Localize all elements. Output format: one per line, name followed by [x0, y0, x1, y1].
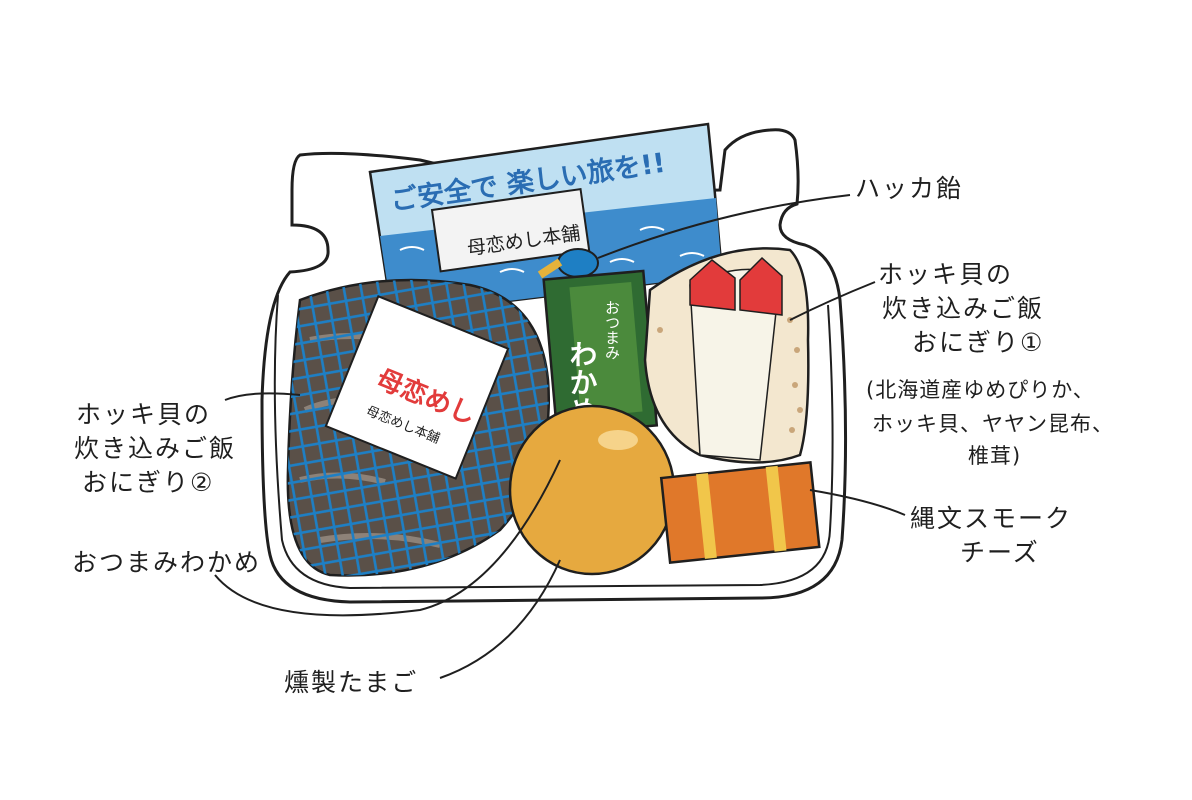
leader-lines [214, 194, 906, 679]
label-onigiri1-note-2: ホッキ貝、ヤヤン昆布、 [872, 412, 1114, 436]
wakame-pack-line1: おつまみ [603, 300, 621, 360]
jomon-cheese [659, 461, 821, 564]
leader-tamago [439, 559, 561, 679]
label-onigiri2-line1: ホッキ貝の [76, 400, 212, 429]
label-onigiri1-note-3: 椎茸) [968, 444, 1022, 468]
label-onigiri2-line3: おにぎり② [82, 468, 215, 497]
label-onigiri1-note-1: (北海道産ゆめぴりか、 [866, 378, 1095, 402]
leader-wakame [214, 459, 561, 617]
label-onigiri1-line1: ホッキ貝の [878, 260, 1014, 289]
leader-cheese [809, 489, 906, 516]
hakka-candy: 母恋めし本舗 [430, 187, 599, 279]
label-wakame: おつまみわかめ [72, 548, 262, 577]
label-hakka: ハッカ飴 [855, 174, 964, 203]
label-onigiri1-line3: おにぎり① [912, 328, 1045, 357]
label-onigiri2-line2: 炊き込みご飯 [74, 434, 237, 463]
wakame-pack: おつまみ わかめ [542, 269, 659, 436]
label-onigiri1-line2: 炊き込みご飯 [882, 294, 1045, 323]
label-cheese-line2: チーズ [960, 538, 1040, 567]
leader-onigiri1 [789, 281, 876, 321]
label-tamago: 燻製たまご [284, 668, 419, 697]
onigiri-sticker: 母恋めし 母恋めし本舗 [324, 294, 510, 480]
bento-box-inner-rim [273, 294, 834, 590]
smoked-egg [508, 404, 676, 576]
leader-hakka [597, 194, 851, 259]
onigiri-1 [643, 247, 810, 464]
label-cheese-line1: 縄文スモーク [910, 504, 1073, 533]
leader-onigiri2 [224, 392, 301, 401]
